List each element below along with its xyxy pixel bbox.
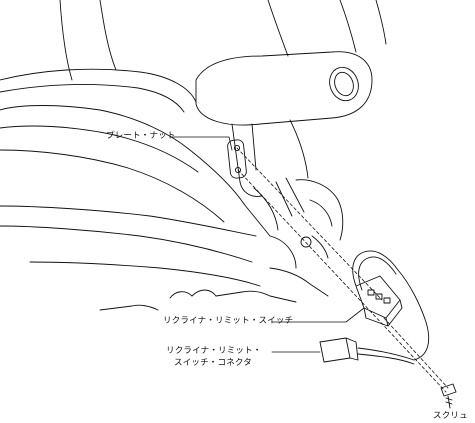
connector-label-line1: リクライナ・リミット・ [166,346,262,356]
screw-label: スクリュ [433,411,468,421]
connector-label-line2: スイッチ・コネクタ [174,358,252,368]
plate-nut-label: プレート・ナット [106,131,176,141]
seat-frame [99,177,344,311]
leader-lines [169,136,365,353]
screw [440,383,457,409]
recliner-limit-switch-connector [319,337,415,365]
seat-cushion [0,105,297,287]
armrest [195,51,373,197]
recliner-limit-switch-label: リクライナ・リミット・スイッチ [163,316,294,326]
alignment-lines [236,147,449,393]
recliner-limit-switch [352,250,430,361]
plate-nut [227,139,247,179]
seat-back-outline [0,0,387,113]
